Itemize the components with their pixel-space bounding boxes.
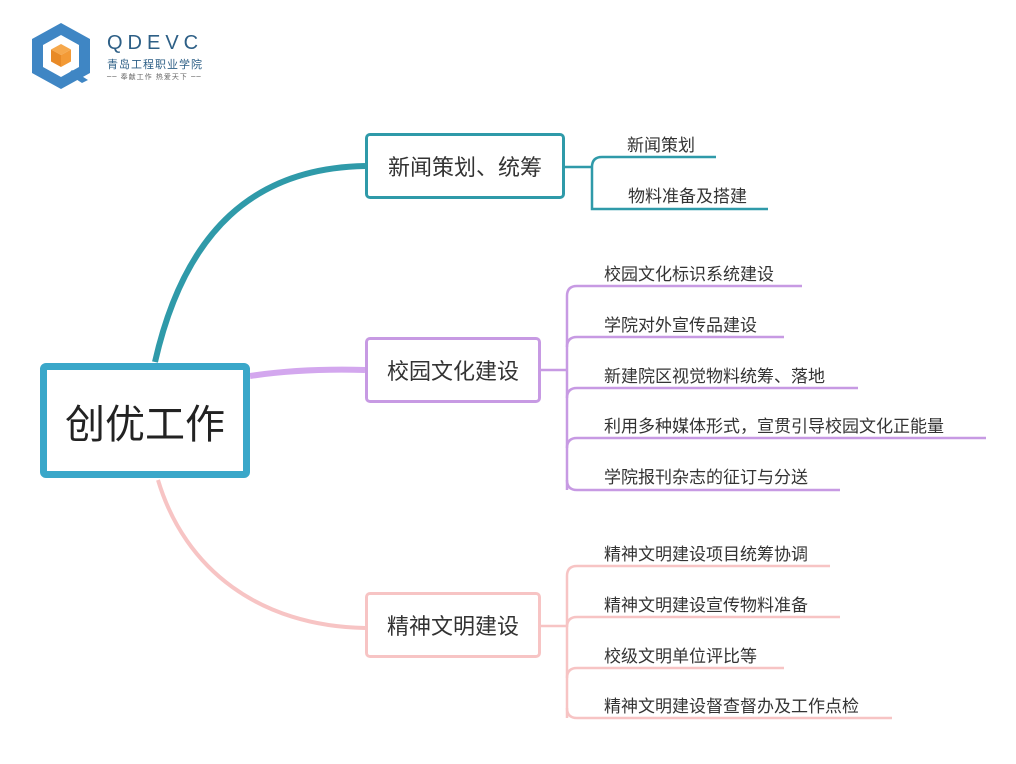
logo-title: QDEVC	[107, 32, 204, 54]
leaf-item: 新建院区视觉物料统筹、落地	[604, 367, 825, 387]
leaf-item: 精神文明建设宣传物料准备	[604, 596, 808, 616]
leaf-item: 物料准备及搭建	[628, 187, 747, 207]
connector-root-branch-2	[156, 479, 366, 630]
leaf-item: 精神文明建设项目统筹协调	[604, 545, 808, 565]
leaf-item: 利用多种媒体形式，宣贯引导校园文化正能量	[604, 417, 944, 437]
branch-0-leaf-lines	[565, 155, 768, 211]
leaf-item: 新闻策划	[627, 136, 695, 156]
branch-node-spiritual-civilization: 精神文明建设	[365, 592, 541, 658]
leaf-item: 校级文明单位评比等	[604, 647, 757, 667]
connector-root-branch-1	[249, 366, 366, 379]
leaf-item: 学院对外宣传品建设	[604, 316, 757, 336]
leaf-item: 学院报刊杂志的征订与分送	[604, 468, 808, 488]
logo-motto: ── 奉献工作 热爱天下 ──	[107, 73, 202, 81]
logo-hexagon-icon	[32, 23, 90, 89]
connector-root-branch-0	[152, 163, 366, 363]
branch-2-leaf-lines	[541, 564, 892, 720]
branch-node-campus-culture: 校园文化建设	[365, 337, 541, 403]
branch-node-news-planning: 新闻策划、统筹	[365, 133, 565, 199]
leaf-item: 校园文化标识系统建设	[604, 265, 774, 285]
leaf-item: 精神文明建设督查督办及工作点检	[604, 697, 859, 717]
logo: QDEVC 青岛工程职业学院 ── 奉献工作 热爱天下 ──	[28, 20, 228, 92]
branch-1-leaf-lines	[541, 284, 986, 492]
root-node: 创优工作	[40, 363, 250, 478]
logo-subtitle: 青岛工程职业学院	[107, 58, 203, 71]
